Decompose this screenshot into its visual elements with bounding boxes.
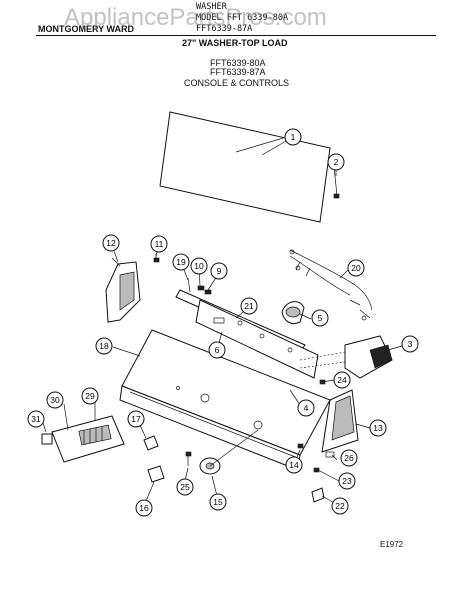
svg-text:29: 29: [85, 391, 95, 401]
callout-1: 1: [284, 128, 302, 146]
svg-text:17: 17: [131, 414, 141, 424]
model-line-2: FFT6339-87A: [196, 24, 253, 34]
callout-16: 16: [135, 499, 153, 517]
svg-text:22: 22: [335, 501, 345, 511]
svg-text:10: 10: [194, 261, 204, 271]
callout-11: 11: [150, 235, 168, 253]
svg-text:26: 26: [344, 453, 354, 463]
callout-4: 4: [297, 399, 315, 417]
svg-text:13: 13: [373, 423, 383, 433]
svg-text:9: 9: [217, 266, 222, 276]
callout-2: 2: [327, 153, 345, 171]
callout-14: 14: [285, 456, 303, 474]
svg-text:11: 11: [155, 239, 164, 249]
svg-text:15: 15: [213, 497, 223, 507]
callout-26: 26: [340, 449, 358, 467]
svg-text:2: 2: [334, 157, 339, 167]
callout-17: 17: [127, 410, 145, 428]
push-button: [41, 433, 53, 445]
svg-text:30: 30: [50, 395, 60, 405]
selector-knob: [147, 465, 165, 483]
svg-text:25: 25: [180, 482, 190, 492]
svg-text:14: 14: [289, 460, 299, 470]
product-label: WASHER: [196, 2, 227, 12]
timer: [344, 335, 393, 379]
callout-5: 5: [311, 309, 329, 327]
knob: [143, 435, 159, 451]
svg-text:4: 4: [304, 403, 309, 413]
callout-23: 23: [338, 472, 356, 490]
control-board: [195, 299, 319, 379]
callout-25: 25: [176, 478, 194, 496]
callout-13: 13: [369, 419, 387, 437]
svg-text:6: 6: [215, 345, 220, 355]
figure-code: E1972: [380, 540, 404, 549]
svg-text:23: 23: [342, 476, 352, 486]
header-rule: [36, 35, 436, 36]
screw: [333, 193, 340, 199]
svg-text:1: 1: [291, 132, 296, 142]
svg-text:20: 20: [351, 263, 361, 273]
section-title: CONSOLE & CONTROLS: [184, 78, 290, 88]
diagram-title: 27" WASHER-TOP LOAD: [182, 38, 288, 48]
model-line: MODEL FFT 6339-80A: [196, 13, 289, 23]
callout-18: 18: [95, 337, 113, 355]
callout-6: 6: [208, 341, 226, 359]
svg-text:3: 3: [408, 339, 413, 349]
watermark: AppliancePartsPros.com: [64, 4, 327, 31]
wire-harness: [289, 249, 373, 311]
brand-label: MONTGOMERY WARD: [38, 24, 134, 34]
callout-30: 30: [46, 391, 64, 409]
svg-text:21: 21: [244, 301, 254, 311]
svg-text:5: 5: [318, 313, 323, 323]
callout-15: 15: [209, 493, 227, 511]
screw: [153, 257, 160, 263]
callout-19: 19: [172, 253, 190, 271]
model-a: FFT6339-80A: [210, 58, 266, 68]
svg-text:12: 12: [106, 238, 116, 248]
callout-3: 3: [401, 335, 419, 353]
callout-9: 9: [210, 262, 228, 280]
callout-29: 29: [81, 387, 99, 405]
svg-text:18: 18: [99, 341, 109, 351]
callout-22: 22: [331, 497, 349, 515]
back-panel: [159, 111, 331, 223]
svg-text:19: 19: [176, 257, 186, 267]
callout-20: 20: [347, 259, 365, 277]
callout-21: 21: [240, 297, 258, 315]
callout-10: 10: [190, 257, 208, 275]
svg-text:24: 24: [337, 375, 347, 385]
callout-24: 24: [333, 371, 351, 389]
callout-31: 31: [27, 410, 45, 428]
svg-text:16: 16: [139, 503, 149, 513]
model-b: FFT6339-87A: [210, 67, 266, 77]
svg-text:31: 31: [31, 414, 41, 424]
callout-12: 12: [102, 234, 120, 252]
